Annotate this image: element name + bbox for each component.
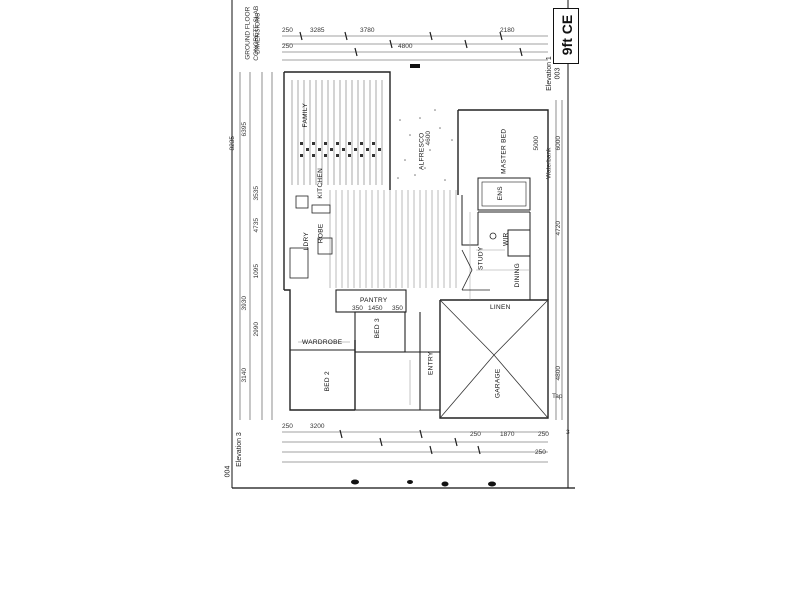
room-wardrobe: WARDROBE xyxy=(302,339,343,346)
dim-small-3: 3 xyxy=(566,429,570,436)
living-floor-hatching xyxy=(329,190,457,288)
room-walkin: WIR xyxy=(502,232,510,247)
dim-top-f: 2180 xyxy=(500,27,515,34)
room-linen: LINEN xyxy=(490,304,511,311)
dim-left-a: 6395 xyxy=(240,122,248,137)
alfresco-dotted-area xyxy=(397,109,453,181)
dim-bot-b: 3200 xyxy=(310,423,325,430)
dim-top-b: 3285 xyxy=(310,27,325,34)
dim-left-h: 3140 xyxy=(240,368,248,383)
dim-right-d: 4800 xyxy=(554,366,562,381)
room-laundry: LDRY xyxy=(302,232,310,251)
room-family: FAMILY xyxy=(301,103,309,128)
dim-right-b: 4720 xyxy=(554,221,562,236)
dim-side-a: 350 xyxy=(352,305,363,312)
dim-top-d: 250 xyxy=(282,43,293,50)
dim-bot-f: 250 xyxy=(535,449,546,456)
elevation-1-label: Elevation 1 xyxy=(545,56,553,91)
room-entry: ENTRY xyxy=(427,351,435,375)
bottom-black-marks xyxy=(351,479,496,487)
elevation-1-code: 003 xyxy=(554,67,562,80)
dim-right-c: 6000 xyxy=(554,136,562,151)
dim-top-c: 3780 xyxy=(360,27,375,34)
dim-left-g: 2990 xyxy=(252,322,260,337)
dim-left-e: 3930 xyxy=(240,296,248,311)
dim-side-b: 350 xyxy=(392,305,403,312)
note-ground-floor: GROUND FLOOR xyxy=(244,6,252,60)
elevation-3-code: 004 xyxy=(224,465,232,478)
dim-bot-a: 250 xyxy=(282,423,293,430)
dim-bot-d: 1870 xyxy=(500,431,515,438)
kitchen-tile-pattern xyxy=(300,142,381,157)
room-bed2: BED 2 xyxy=(323,371,331,392)
room-study: STUDY xyxy=(477,246,485,271)
dim-top-e: 4800 xyxy=(398,43,413,50)
note-dimensions: DIMENSIONS xyxy=(254,12,262,54)
note-tap: Tap xyxy=(552,393,563,400)
bedroom-walls xyxy=(290,289,440,411)
dim-bed3-width: 1450 xyxy=(368,305,383,312)
ceiling-height-badge: 9ft CE xyxy=(553,8,579,64)
dim-bot-e: 250 xyxy=(538,431,549,438)
family-floor-hatching xyxy=(291,80,383,185)
dim-right-a: 5000 xyxy=(532,136,540,151)
room-bed3: BED 3 xyxy=(373,318,381,339)
room-master-bed: MASTER BED xyxy=(500,128,508,174)
dim-left-b: 8235 xyxy=(228,136,236,151)
garage-roof-lines xyxy=(439,299,549,419)
room-pantry: PANTRY xyxy=(360,297,388,304)
room-garage: GARAGE xyxy=(494,368,502,399)
dim-top-a: 250 xyxy=(282,27,293,34)
room-dining: DINING xyxy=(514,262,522,288)
elevation-3-label: Elevation 3 xyxy=(235,432,243,467)
dim-alfresco: 4600 xyxy=(424,131,432,146)
dim-left-c: 3535 xyxy=(252,186,260,201)
note-waterbank: Waterbank xyxy=(545,147,553,179)
room-kitchen: KITCHEN xyxy=(317,167,325,199)
room-robe: ROBE xyxy=(317,223,325,244)
ceiling-height-label: 9ft CE xyxy=(559,14,575,56)
dim-bot-c: 250 xyxy=(470,431,481,438)
dim-left-f: 1095 xyxy=(252,264,260,279)
room-ensuite: ENS xyxy=(496,186,504,201)
dim-left-d: 4735 xyxy=(252,218,260,233)
